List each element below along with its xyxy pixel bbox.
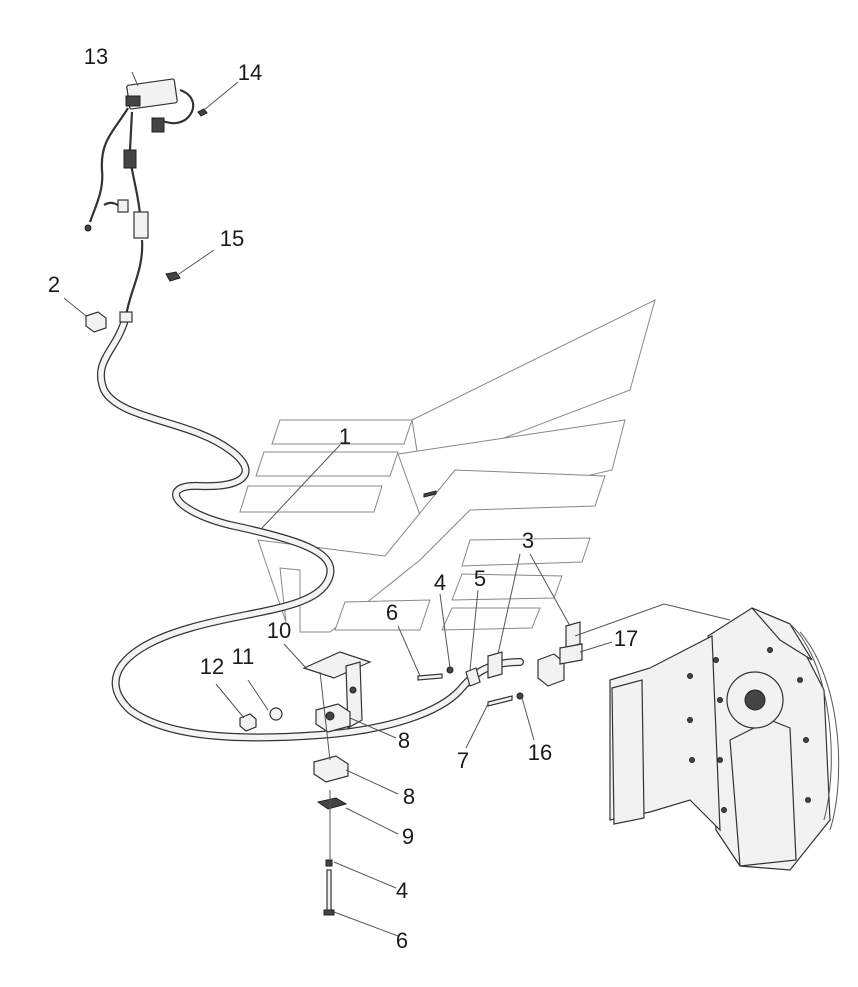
label-part-5: 5 xyxy=(474,566,486,591)
label-part-8-upper: 8 xyxy=(398,728,410,753)
label-part-10: 10 xyxy=(267,618,291,643)
bracket-assembly xyxy=(239,651,372,916)
clamp-assembly xyxy=(417,490,583,707)
label-part-17: 17 xyxy=(614,626,638,651)
label-part-7: 7 xyxy=(457,748,469,773)
harness-assembly xyxy=(84,78,208,323)
label-part-14: 14 xyxy=(238,60,262,85)
leader-lines xyxy=(63,71,731,937)
label-part-6-lower: 6 xyxy=(396,928,408,953)
label-part-12: 12 xyxy=(200,654,224,679)
label-part-1: 1 xyxy=(339,424,351,449)
label-part-3: 3 xyxy=(522,528,534,553)
label-part-2: 2 xyxy=(48,272,60,297)
label-part-4-upper: 4 xyxy=(434,570,446,595)
watermark-logo xyxy=(239,299,656,633)
hose-assembly xyxy=(96,312,524,742)
label-part-9: 9 xyxy=(402,824,414,849)
part-labels: 1 2 3 4 4 5 6 6 7 8 8 9 10 11 12 13 14 1… xyxy=(48,44,638,953)
label-part-13: 13 xyxy=(84,44,108,69)
label-part-11: 11 xyxy=(232,644,255,669)
label-part-4-lower: 4 xyxy=(396,878,408,903)
label-part-6-upper: 6 xyxy=(386,600,398,625)
label-part-8-lower: 8 xyxy=(403,784,415,809)
machine-housing xyxy=(609,607,840,871)
label-part-15: 15 xyxy=(220,226,244,251)
part-2-block xyxy=(85,311,107,333)
label-part-16: 16 xyxy=(528,740,552,765)
